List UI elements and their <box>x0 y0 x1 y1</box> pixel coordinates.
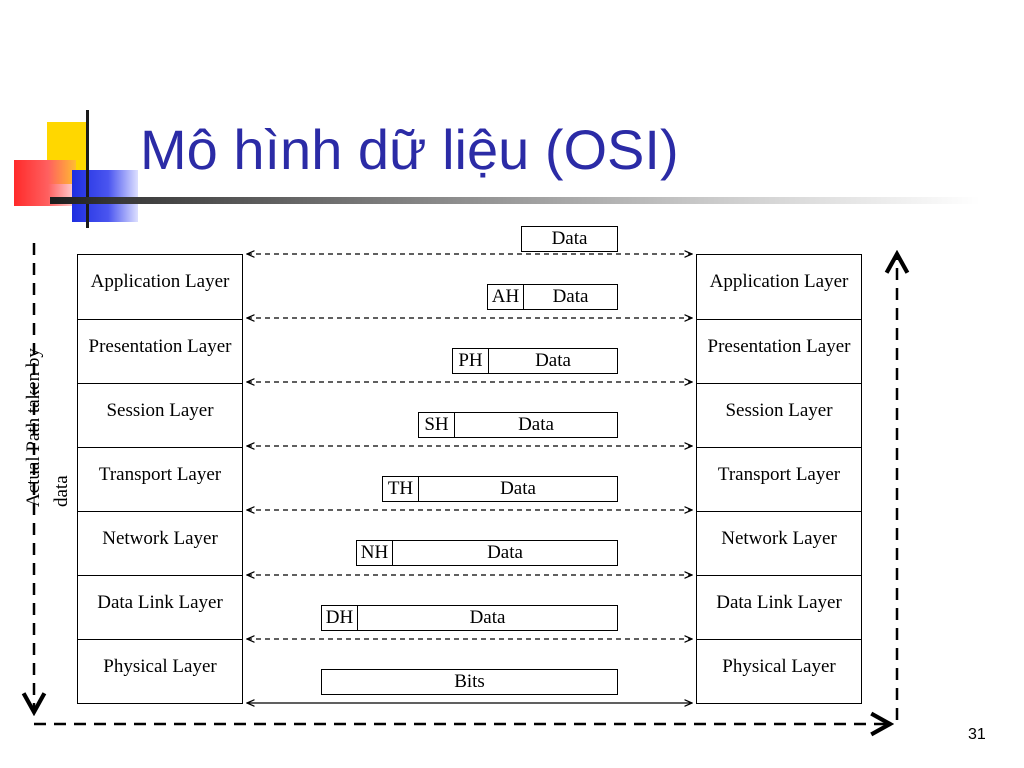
packet-payload: Data <box>518 414 554 435</box>
packet-header: AH <box>488 285 524 309</box>
packet-header: NH <box>357 541 393 565</box>
packet-payload: Data <box>500 478 536 499</box>
packet-payload: Data <box>469 607 506 628</box>
slide-title: Mô hình dữ liệu (OSI) <box>140 118 679 181</box>
page-number: 31 <box>968 726 986 743</box>
packet-box: AH Data <box>487 284 618 310</box>
right-layer-cell: Transport Layer <box>697 447 861 511</box>
right-layer-cell: Data Link Layer <box>697 575 861 639</box>
packet-header: SH <box>419 413 455 437</box>
left-layer-cell: Presentation Layer <box>78 319 242 383</box>
left-layer-cell: Network Layer <box>78 511 242 575</box>
left-layer-cell: Data Link Layer <box>78 575 242 639</box>
right-layer-cell: Application Layer <box>709 271 849 292</box>
packet-box: Bits <box>321 669 618 695</box>
packet-box: DH Data <box>321 605 618 631</box>
right-layer-cell: Session Layer <box>697 383 861 447</box>
right-layer-cell: Presentation Layer <box>697 319 861 383</box>
packet-header: DH <box>322 606 358 630</box>
packet-payload: Data <box>487 542 523 563</box>
packet-box: SH Data <box>418 412 618 438</box>
packet-box: PH Data <box>452 348 618 374</box>
left-layer-cell: Session Layer <box>78 383 242 447</box>
title-deco-blue-square <box>72 170 138 222</box>
packet-header: TH <box>383 477 419 501</box>
right-layer-cell: Physical Layer <box>697 639 861 703</box>
packet-payload: Data <box>535 350 571 371</box>
packet-box: Data <box>521 226 618 252</box>
left-layer-cell: Transport Layer <box>78 447 242 511</box>
packet-box: NH Data <box>356 540 618 566</box>
right-layer-cell: Network Layer <box>697 511 861 575</box>
packet-payload: Data <box>551 228 588 249</box>
left-layer-cell: Application Layer <box>90 271 230 292</box>
path-label: Actual Path taken by data <box>23 348 72 507</box>
packet-header: PH <box>453 349 489 373</box>
left-layer-cell: Physical Layer <box>78 639 242 703</box>
packet-payload: Data <box>552 286 589 307</box>
packet-payload: Bits <box>454 671 485 692</box>
packet-box: TH Data <box>382 476 618 502</box>
title-underline <box>50 197 980 204</box>
title-deco-vertical-line <box>86 110 89 228</box>
